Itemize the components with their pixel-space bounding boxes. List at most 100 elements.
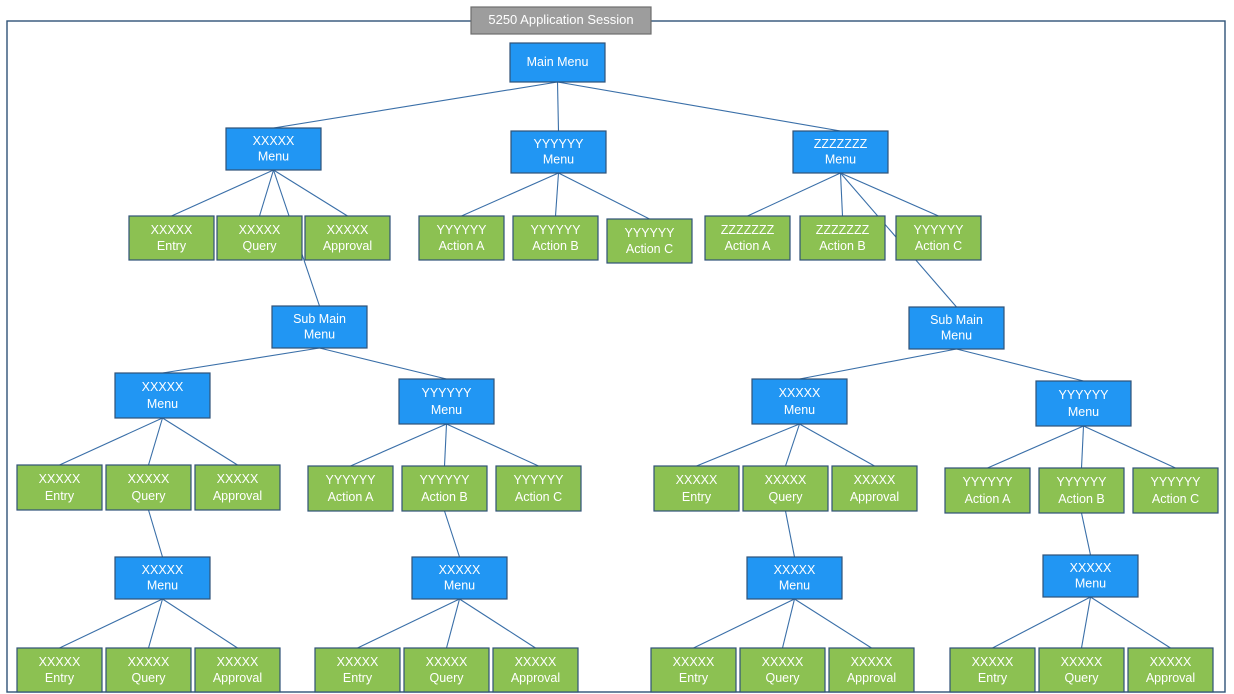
- node-box[interactable]: [403, 647, 490, 693]
- node-label-line1: YYYYYY: [419, 473, 470, 487]
- node-box[interactable]: [271, 305, 368, 349]
- node-box[interactable]: [650, 647, 737, 693]
- node-box[interactable]: [492, 647, 579, 693]
- node-box[interactable]: [225, 127, 322, 171]
- node-box[interactable]: [401, 465, 488, 512]
- node-box[interactable]: [512, 215, 599, 261]
- node-box[interactable]: [398, 378, 495, 425]
- node-box[interactable]: [509, 42, 606, 83]
- node-box[interactable]: [1042, 554, 1139, 598]
- node-box[interactable]: [307, 465, 394, 512]
- node-box[interactable]: [751, 378, 848, 425]
- node-box[interactable]: [216, 215, 303, 261]
- node-box[interactable]: [194, 464, 281, 511]
- diagram-title-node-title[interactable]: 5250 Application Session: [470, 6, 652, 35]
- node-box[interactable]: [746, 556, 843, 600]
- node-box[interactable]: [114, 372, 211, 419]
- node-box[interactable]: [314, 647, 401, 693]
- node-box[interactable]: [128, 215, 215, 261]
- node-box[interactable]: [606, 218, 693, 264]
- node-box[interactable]: [1038, 467, 1125, 514]
- menu-node-n_main[interactable]: Main Menu: [509, 42, 606, 83]
- node-box[interactable]: [792, 130, 889, 174]
- node-box[interactable]: [1132, 467, 1219, 514]
- node-box[interactable]: [653, 465, 740, 512]
- node-box[interactable]: [704, 215, 791, 261]
- node-box[interactable]: [495, 465, 582, 512]
- node-box[interactable]: [1127, 647, 1214, 693]
- node-box[interactable]: [510, 130, 607, 174]
- node-box[interactable]: [105, 647, 192, 693]
- node-box[interactable]: [949, 647, 1036, 693]
- node-box[interactable]: [304, 215, 391, 261]
- node-box[interactable]: [1035, 380, 1132, 427]
- node-box[interactable]: [831, 465, 918, 512]
- node-box[interactable]: [742, 465, 829, 512]
- node-box[interactable]: [470, 6, 652, 35]
- node-box[interactable]: [16, 464, 103, 511]
- node-label-line1: YYYYYY: [530, 223, 581, 237]
- node-box[interactable]: [105, 464, 192, 511]
- connector-n_x4-to-g_x4a: [59, 598, 163, 649]
- node-box[interactable]: [908, 306, 1005, 350]
- node-box[interactable]: [16, 647, 103, 693]
- node-box[interactable]: [944, 467, 1031, 514]
- node-box[interactable]: [418, 215, 505, 261]
- node-box[interactable]: [895, 215, 982, 261]
- node-box[interactable]: [799, 215, 886, 261]
- node-box[interactable]: [194, 647, 281, 693]
- node-box[interactable]: [828, 647, 915, 693]
- node-box[interactable]: [411, 556, 508, 600]
- node-box[interactable]: [739, 647, 826, 693]
- node-box[interactable]: [1038, 647, 1125, 693]
- node-label-line2: Menu: [1068, 405, 1099, 419]
- node-box[interactable]: [114, 556, 211, 600]
